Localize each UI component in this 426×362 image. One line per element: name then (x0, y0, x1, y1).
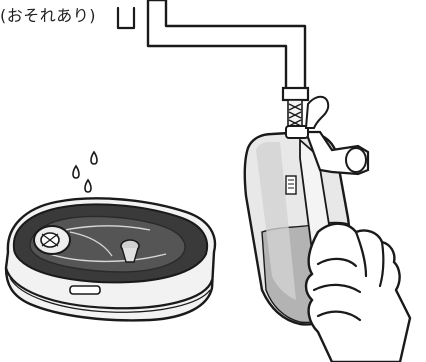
faucet-icon (116, 0, 310, 102)
hand-icon (304, 222, 412, 362)
base-unit-icon (4, 197, 217, 322)
droplets-icon (72, 150, 98, 193)
caption-text: (おそれあり) (0, 6, 96, 25)
